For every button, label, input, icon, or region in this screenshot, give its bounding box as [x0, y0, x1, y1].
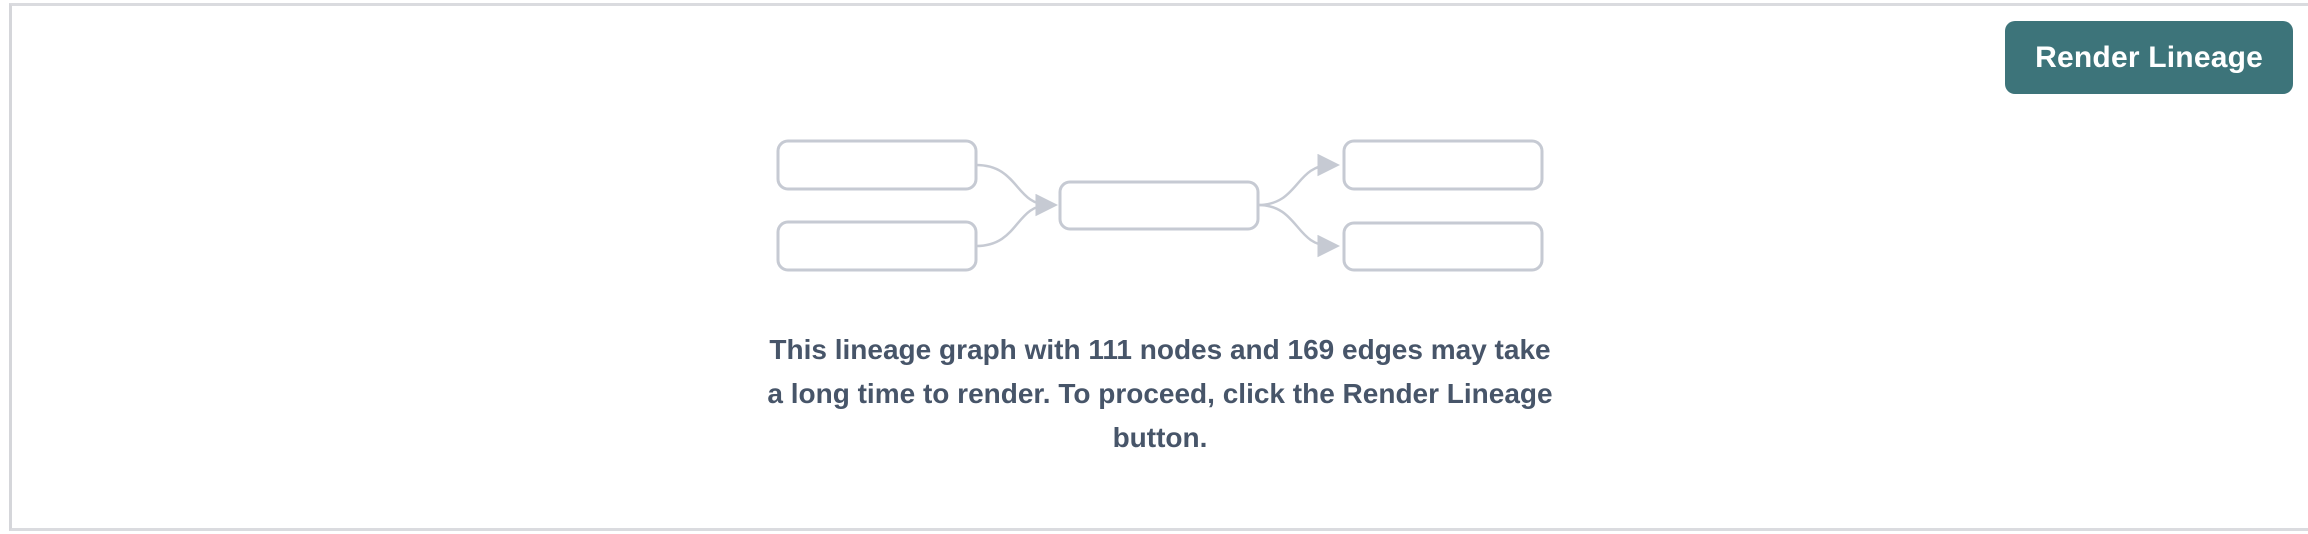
placeholder-edge-lefttop-to-center	[975, 163, 1058, 217]
lineage-warning-line-1: This lineage graph with 111 nodes and 16…	[769, 334, 1551, 365]
placeholder-node-right-bottom	[1342, 221, 1544, 272]
placeholder-node-center	[1058, 180, 1260, 231]
placeholder-node-right-top	[1342, 139, 1544, 191]
lineage-warning-line-2: a long time to render. To proceed, click…	[767, 378, 1553, 409]
placeholder-edge-center-to-rightbottom	[1257, 203, 1340, 258]
lineage-warning-message: This lineage graph with 111 nodes and 16…	[610, 328, 1710, 460]
placeholder-node-left-bottom	[776, 220, 978, 272]
placeholder-edge-leftbottom-to-center	[975, 203, 1050, 248]
lineage-panel: Render Lineage This lineage graph with 1…	[9, 3, 2308, 531]
placeholder-node-left-top	[776, 139, 978, 191]
render-lineage-button[interactable]: Render Lineage	[2005, 21, 2293, 94]
lineage-warning-line-3: button.	[1112, 422, 1208, 453]
lineage-placeholder-graphic	[776, 139, 1544, 272]
placeholder-edge-center-to-righttop	[1257, 153, 1340, 207]
